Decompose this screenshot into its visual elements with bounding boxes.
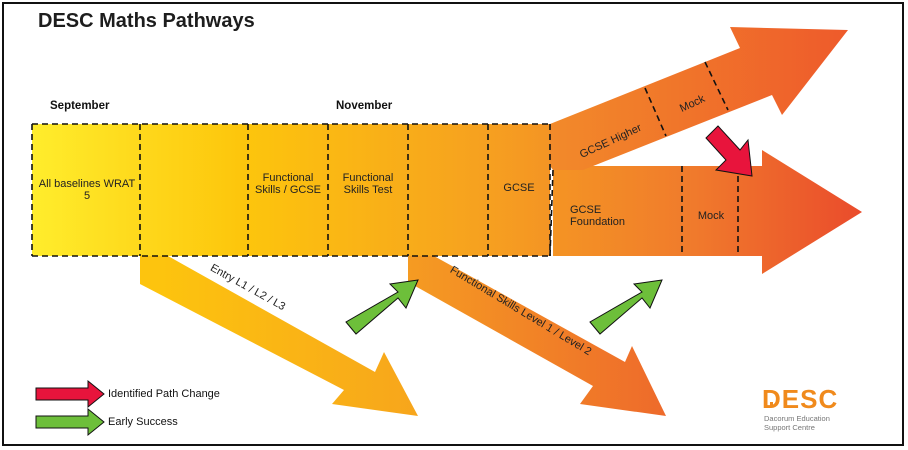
functional-skills-branch-arrow [408, 256, 666, 416]
desc-logo: DESC [762, 384, 839, 414]
logo-line-2: Support Centre [764, 423, 815, 432]
legend-early-success: Early Success [108, 416, 178, 428]
month-september: September [50, 100, 110, 112]
stage-mock-foundation: Mock [697, 210, 725, 222]
stage-fs-test: Functional Skills Test [342, 172, 394, 196]
desc-logo-mark [770, 402, 773, 406]
entry-branch-arrow [140, 256, 418, 416]
page-title: DESC Maths Pathways [38, 10, 255, 32]
stage-baselines: All baselines WRAT 5 [38, 178, 136, 202]
stage-gcse: GCSE [503, 182, 535, 194]
early-success-arrow-2 [589, 279, 663, 335]
legend-green-arrow-icon [35, 407, 105, 437]
legend-path-change: Identified Path Change [108, 388, 220, 400]
month-november: November [336, 100, 393, 112]
stage-gcse-foundation: GCSE Foundation [570, 204, 626, 228]
path-change-arrow [705, 125, 753, 177]
logo-line-1: Dacorum Education [764, 414, 830, 423]
stage-fs-gcse: Functional Skills / GCSE [254, 172, 321, 196]
gcse-higher-arrow [550, 27, 848, 170]
legend-red-arrow-icon [35, 379, 105, 409]
early-success-arrow-1 [345, 279, 419, 335]
main-pathway-arrow [32, 124, 862, 274]
